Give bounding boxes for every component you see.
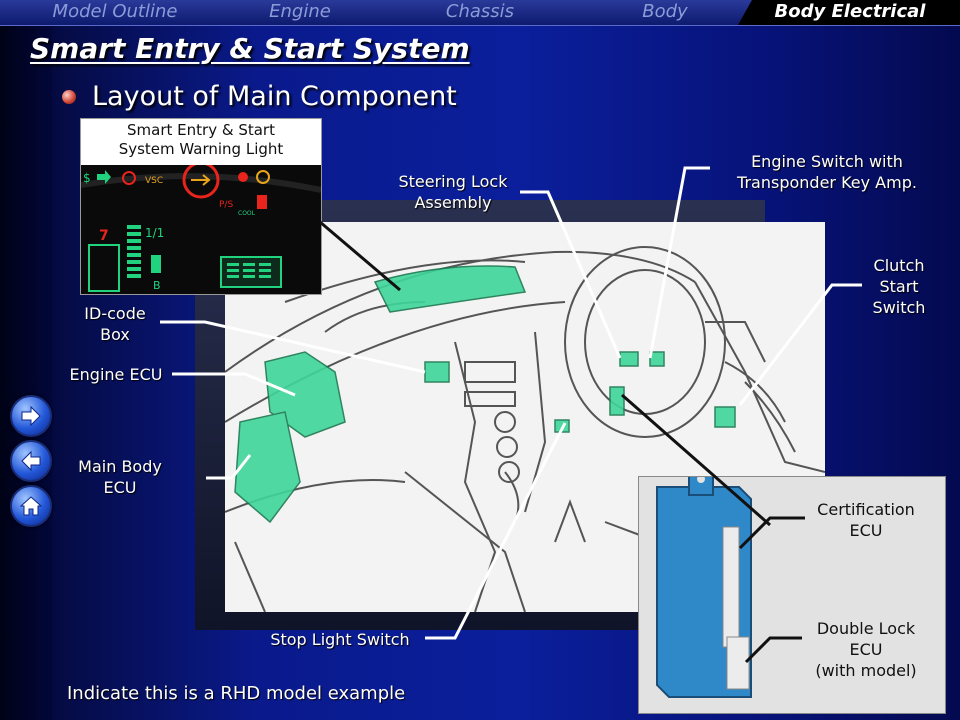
cluster-ps-symbol: P/S [219, 200, 233, 210]
previous-button[interactable] [10, 440, 52, 482]
seatbelt-icon [238, 172, 248, 182]
double-lock-ecu-connector [726, 636, 750, 690]
engine-ecu-label: Engine ECU [69, 365, 163, 384]
top-navigation: Model Outline Engine Chassis Body Body E… [0, 0, 960, 26]
arrow-right-icon [21, 405, 41, 427]
home-icon [19, 496, 43, 516]
cluster-gear-symbol: 1/1 [145, 226, 164, 240]
stop-light-switch-label: Stop Light Switch [270, 630, 410, 649]
fuel-pump-icon [151, 255, 161, 273]
arrow-indicator-icon [97, 170, 111, 184]
ecu-inset: Certification ECU Double Lock ECU (with … [638, 476, 946, 714]
fuel-gauge-bars [127, 225, 141, 278]
tab-chassis[interactable]: Chassis [445, 1, 515, 22]
section-subtitle: Layout of Main Component [92, 81, 457, 112]
cluster-b-symbol: B [153, 279, 161, 292]
steering-lock-label: Steering Lock Assembly [398, 172, 508, 212]
active-tab-background [738, 0, 960, 25]
temperature-icon [257, 195, 267, 209]
tab-body[interactable]: Body [642, 1, 688, 22]
engine-warning-icon [122, 171, 136, 185]
instrument-cluster-photo: $ VSC P/S COOL 1/1 7 B [81, 165, 321, 294]
next-button[interactable] [10, 395, 52, 437]
ecu-connector-upper [722, 526, 740, 648]
odometer-digits [227, 263, 271, 278]
arrow-left-icon [21, 450, 41, 472]
engine-switch-label: Engine Switch with Transponder Key Amp. [737, 152, 917, 192]
warning-light-inset: Smart Entry & Start System Warning Light… [80, 118, 322, 295]
key-icon [191, 174, 211, 186]
left-strip [0, 0, 52, 720]
cluster-vsc-symbol: VSC [145, 176, 163, 186]
tab-engine[interactable]: Engine [269, 1, 331, 22]
clutch-start-switch-label: Clutch Start Switch [872, 256, 926, 317]
cluster-dollar-symbol: $ [83, 171, 91, 185]
cluster-number-symbol: 7 [99, 228, 109, 244]
bullet-icon [62, 90, 76, 104]
smart-entry-warning-highlight [182, 165, 220, 199]
id-code-box-label: ID-code Box [84, 304, 146, 344]
tab-body-electrical[interactable]: Body Electrical [774, 1, 926, 22]
page-title: Smart Entry & Start System [30, 32, 470, 65]
cluster-cool-symbol: COOL [238, 210, 256, 217]
tab-model-outline[interactable]: Model Outline [52, 1, 178, 22]
warning-light-label: Smart Entry & Start System Warning Light [118, 121, 284, 158]
cluster-drawing: $ VSC P/S COOL 1/1 7 B [81, 165, 321, 294]
home-button[interactable] [10, 485, 52, 527]
cluster-digit-frame [88, 244, 120, 292]
brake-icon [256, 170, 270, 184]
certification-ecu-label: Certification ECU [817, 500, 915, 540]
main-body-ecu-label: Main Body ECU [78, 457, 162, 497]
double-lock-ecu-label: Double Lock ECU (with model) [815, 619, 917, 680]
rhd-model-note: Indicate this is a RHD model example [67, 683, 406, 704]
